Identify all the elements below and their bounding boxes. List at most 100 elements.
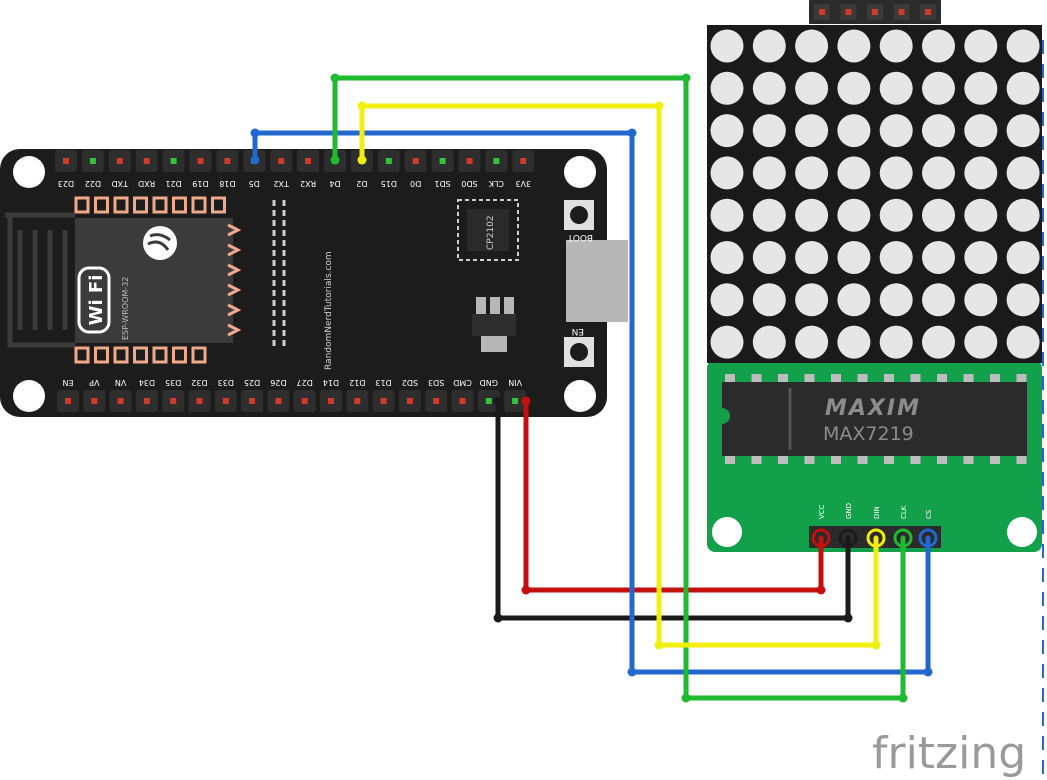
pad <box>211 196 226 214</box>
pad <box>152 346 168 364</box>
ic-pins <box>725 454 1027 464</box>
led-dot <box>1006 29 1040 63</box>
led-dot <box>964 241 998 274</box>
led-dot <box>710 198 744 232</box>
antenna <box>5 212 75 348</box>
led-dot <box>922 198 955 232</box>
wire-bend <box>521 585 531 595</box>
led-dot <box>964 29 998 63</box>
led-dot <box>837 198 871 232</box>
pin-dot <box>485 398 492 404</box>
pad <box>113 196 129 214</box>
pin-label: SD0 <box>461 179 477 188</box>
pin-dot <box>385 158 392 164</box>
led-dot <box>710 283 744 317</box>
pin-label: D26 <box>270 378 286 387</box>
pin-label: D19 <box>192 179 208 188</box>
ic-pin <box>937 374 947 384</box>
max7219-chip <box>722 382 1027 456</box>
pin-label: TX2 <box>273 179 289 188</box>
led-dot <box>710 114 744 148</box>
led-dot <box>837 156 871 190</box>
wire-bend <box>681 693 691 703</box>
wroom-pads <box>227 223 242 337</box>
pin-label: D0 <box>410 179 421 188</box>
pin-dot <box>433 398 440 404</box>
ic-pin <box>778 454 788 464</box>
pin-label: D23 <box>58 179 74 188</box>
mount-hole <box>712 517 742 547</box>
wire-endpoints <box>250 73 933 703</box>
led-dot <box>1006 198 1040 232</box>
mount-hole <box>13 380 45 412</box>
led-dot <box>879 241 913 274</box>
led-dot <box>752 241 786 274</box>
led-dot <box>710 29 744 63</box>
fritzing-watermark: fritzing <box>872 728 1026 779</box>
led-dot <box>837 241 871 274</box>
ic-pin <box>804 454 815 464</box>
pin-dot <box>493 158 500 164</box>
wire-bend <box>816 585 826 595</box>
pin-dot <box>249 398 256 404</box>
pin-dot <box>117 398 124 404</box>
led-dot <box>795 283 829 317</box>
pin-dot <box>520 158 527 164</box>
pin-label: CMD <box>453 378 472 387</box>
led-dot <box>922 29 955 63</box>
pin-dot <box>224 158 231 164</box>
pin-label: D25 <box>244 378 260 387</box>
led-dot <box>795 156 829 190</box>
pin-dot <box>65 398 71 404</box>
pin-label: VP <box>89 378 99 387</box>
ic-pin <box>778 374 788 384</box>
pin-dot <box>63 158 69 164</box>
pin-label: RXD <box>138 179 155 188</box>
pin-label: SD2 <box>402 378 418 387</box>
led-dot <box>922 325 955 359</box>
led-dot <box>964 198 998 232</box>
pin-label: D15 <box>381 179 397 188</box>
wires <box>252 75 931 701</box>
module-pin-label: DIN <box>873 506 881 519</box>
chip-notch <box>722 408 730 424</box>
pad <box>227 223 242 237</box>
led-dot <box>795 241 829 274</box>
pad <box>227 263 242 277</box>
led-dot <box>752 71 786 105</box>
pin-dot <box>380 398 387 404</box>
pad <box>172 196 187 214</box>
led-dot <box>964 156 998 190</box>
pin-dot <box>278 158 285 164</box>
pin-label: EN <box>62 378 73 387</box>
pin-label: TXD <box>112 179 130 188</box>
led-dot <box>710 325 744 359</box>
led-dot <box>879 71 913 105</box>
pin-dot <box>170 398 177 404</box>
pin-dot <box>459 398 466 404</box>
led-dot <box>837 114 871 148</box>
pad <box>133 196 148 214</box>
led-dot <box>1006 283 1040 317</box>
boot-label: BOOT <box>567 232 593 242</box>
pad <box>172 346 187 364</box>
pin-dot <box>819 9 825 15</box>
pad <box>227 283 242 297</box>
wire-red-vin[interactable] <box>523 398 824 593</box>
led-dot <box>964 71 998 105</box>
ic-pin <box>831 374 841 384</box>
wire-bend <box>681 73 691 83</box>
wire-black-gnd[interactable] <box>495 398 851 621</box>
wifi-label: Wi Fi <box>86 275 107 326</box>
boot-button-cap <box>570 206 588 224</box>
ic-pin <box>884 374 894 384</box>
wire-yellow-d2[interactable] <box>359 103 879 648</box>
wire-green-d4[interactable] <box>332 75 906 701</box>
pin-dot <box>898 9 905 15</box>
led-dot <box>752 283 786 317</box>
pin-label: D18 <box>219 179 235 188</box>
pin-label: D35 <box>165 378 181 387</box>
en-button-cap <box>570 343 588 361</box>
wire-bend <box>654 640 664 650</box>
